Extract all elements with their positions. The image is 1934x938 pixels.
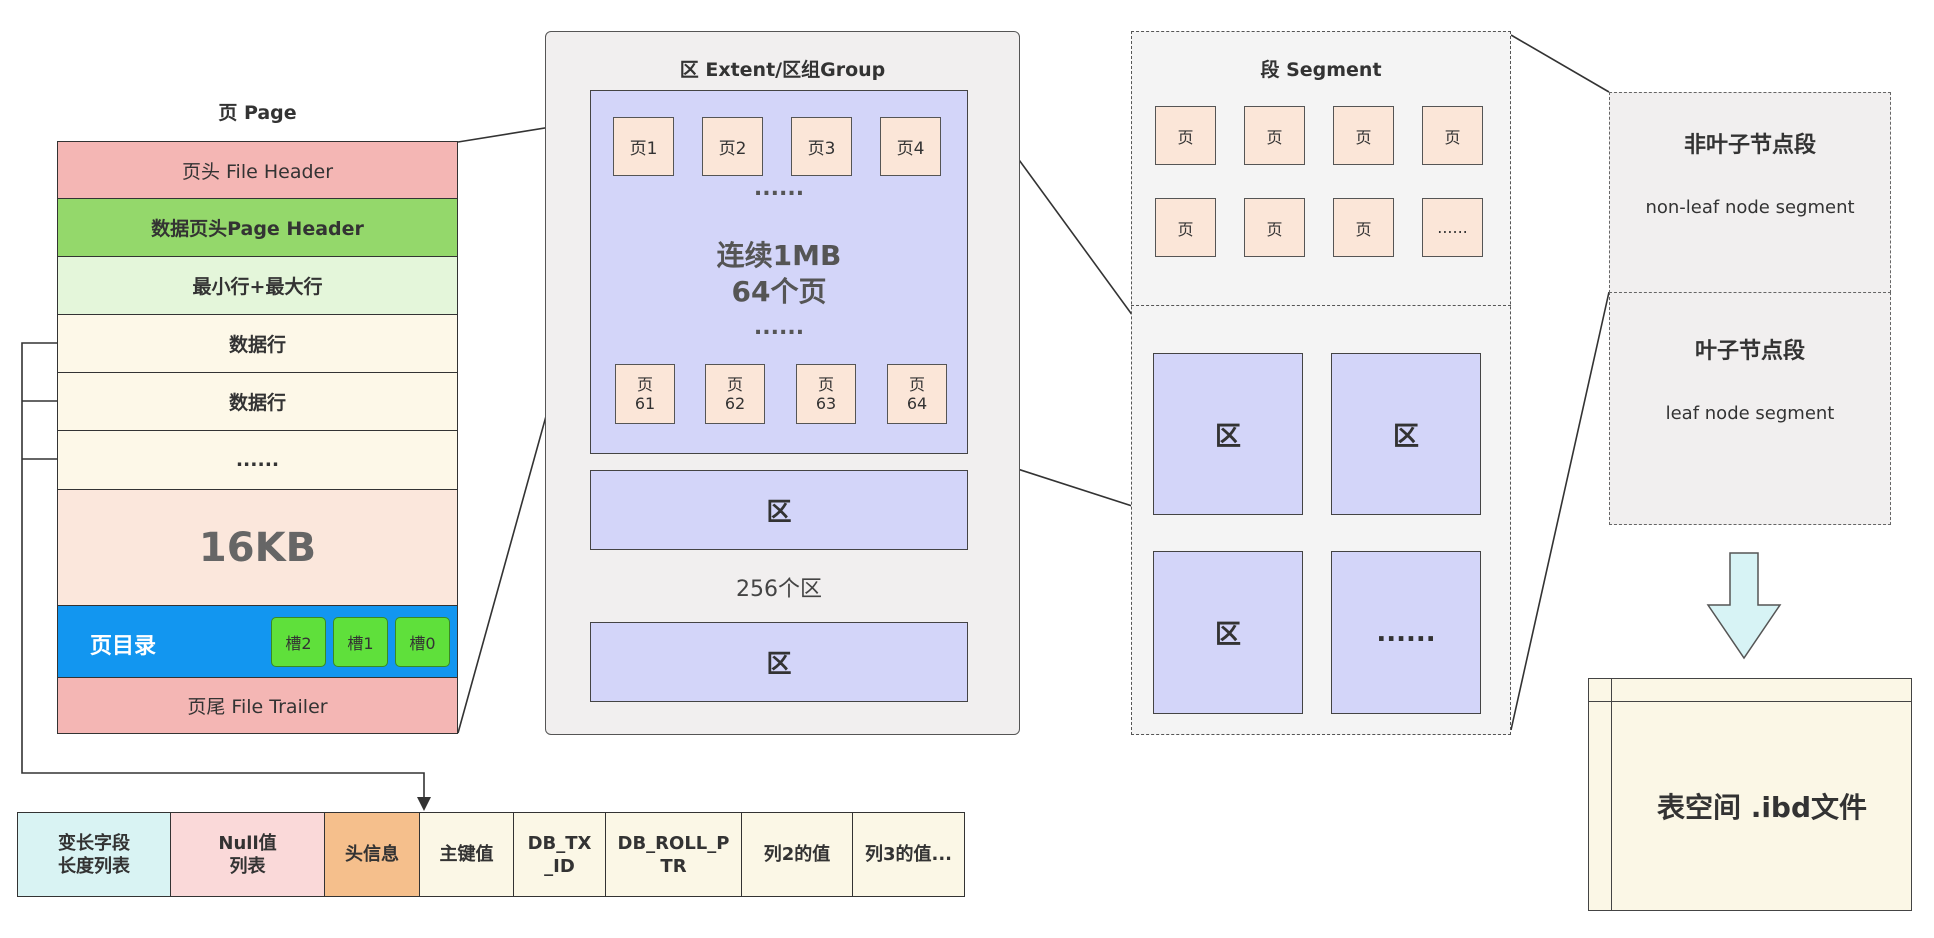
data-row-ellipsis: ......: [57, 430, 458, 490]
record-cell-line1: 变长字段: [58, 832, 130, 854]
extent-page-1: 页1: [613, 117, 674, 176]
tablespace-file-margin: [1611, 679, 1612, 910]
extent-page-3: 页3: [791, 117, 852, 176]
page-directory: 页目录 槽2 槽1 槽0: [57, 605, 458, 678]
segment-extent-1: 区: [1153, 353, 1303, 515]
page-header: 数据页头Page Header: [57, 198, 458, 257]
record-cell-line2: _ID: [544, 855, 575, 877]
slot-0: 槽0: [395, 617, 450, 667]
segment-page-7: 页: [1333, 198, 1394, 257]
record-col2-value: 列2的值: [741, 812, 853, 897]
extent-title: 区 Extent/区组Group: [679, 58, 886, 81]
extent-page-63: 页 63: [796, 364, 856, 424]
record-primary-key: 主键值: [419, 812, 514, 897]
record-cell-line1: 头信息: [345, 844, 399, 865]
arrow-head-icon: [417, 797, 431, 811]
record-cell-line1: 列3的值...: [864, 844, 953, 865]
tablespace-file-line: [1589, 701, 1911, 702]
segment-title: 段 Segment: [1260, 58, 1382, 81]
segment-extent-ellipsis: ......: [1331, 551, 1481, 714]
record-cell-line1: 列2的值: [763, 844, 831, 865]
record-cell-line2: 长度列表: [58, 855, 130, 877]
tablespace-file: 表空间 .ibd文件: [1588, 678, 1912, 911]
leaf-segment-subtitle: leaf node segment: [1665, 403, 1835, 424]
extent-page-64-number: 64: [906, 394, 928, 413]
down-arrow-icon: [1706, 552, 1782, 660]
connector-segment-top: [1510, 34, 1610, 93]
record-header-info: 头信息: [324, 812, 420, 897]
segment-extent-3: 区: [1153, 551, 1303, 714]
nonleaf-segment-title: 非叶子节点段: [1683, 133, 1816, 158]
segment-page-ellipsis: ......: [1422, 198, 1483, 257]
record-db-roll-ptr: DB_ROLL_P TR: [605, 812, 742, 897]
extent-size-line2: 64个页: [731, 275, 827, 308]
connector-segment-bottom: [1510, 291, 1610, 731]
data-row-2: 数据行: [57, 372, 458, 431]
extent-size-line1: 连续1MB: [716, 239, 842, 272]
record-cell-line2: TR: [660, 855, 687, 877]
segment-page-4: 页: [1422, 106, 1483, 165]
slot-1: 槽1: [333, 617, 388, 667]
segment-extent-2: 区: [1331, 353, 1481, 515]
segment-page-5: 页: [1155, 198, 1216, 257]
extent-page-64-label: 页: [908, 375, 925, 394]
segment-page-3: 页: [1333, 106, 1394, 165]
extent-page-4: 页4: [880, 117, 941, 176]
file-trailer: 页尾 File Trailer: [57, 677, 458, 734]
extent-page-2: 页2: [702, 117, 763, 176]
connector-datarow-bracket: [21, 342, 425, 798]
record-cell-line1: DB_TX: [527, 832, 592, 854]
nonleaf-segment-subtitle: non-leaf node segment: [1645, 197, 1855, 218]
extent-page-64: 页 64: [887, 364, 947, 424]
extent-page-63-label: 页: [817, 375, 834, 394]
record-db-tx-id: DB_TX _ID: [513, 812, 606, 897]
page-title: 页 Page: [218, 101, 297, 124]
file-header: 页头 File Header: [57, 141, 458, 199]
segment-divider: [1131, 305, 1511, 306]
leaf-segment: 叶子节点段 leaf node segment: [1609, 292, 1891, 525]
extent-box-2: 区: [590, 470, 968, 550]
extent-page-62: 页 62: [705, 364, 765, 424]
nonleaf-segment: 非叶子节点段 non-leaf node segment: [1609, 92, 1891, 293]
page-size: 16KB: [57, 489, 458, 606]
segment-page-6: 页: [1244, 198, 1305, 257]
extent-page-62-number: 62: [724, 394, 746, 413]
record-col3-value: 列3的值...: [852, 812, 965, 897]
extent-page-61: 页 61: [615, 364, 675, 424]
record-cell-line1: 主键值: [439, 844, 494, 865]
page-directory-label: 页目录: [90, 634, 157, 659]
extent-page-61-number: 61: [634, 394, 656, 413]
extent-count-label: 256个区: [736, 577, 822, 602]
extent-dots-top: ......: [753, 175, 805, 201]
record-cell-line2: 列表: [229, 855, 266, 877]
slot-2: 槽2: [271, 617, 326, 667]
record-cell-line1: Null值: [218, 832, 277, 854]
infimum-supremum-row: 最小行+最大行: [57, 256, 458, 315]
segment-page-2: 页: [1244, 106, 1305, 165]
segment-page-1: 页: [1155, 106, 1216, 165]
extent-page-63-number: 63: [815, 394, 837, 413]
extent-box-3: 区: [590, 622, 968, 702]
data-row-1: 数据行: [57, 314, 458, 373]
extent-dots-bottom: ......: [753, 314, 805, 340]
tablespace-label: 表空间 .ibd文件: [1656, 790, 1868, 824]
extent-page-62-label: 页: [726, 375, 743, 394]
extent-page-61-label: 页: [636, 375, 653, 394]
leaf-segment-title: 叶子节点段: [1694, 339, 1805, 364]
record-null-list: Null值 列表: [170, 812, 325, 897]
record-varlen-list: 变长字段 长度列表: [17, 812, 171, 897]
record-cell-line1: DB_ROLL_P: [617, 832, 730, 854]
